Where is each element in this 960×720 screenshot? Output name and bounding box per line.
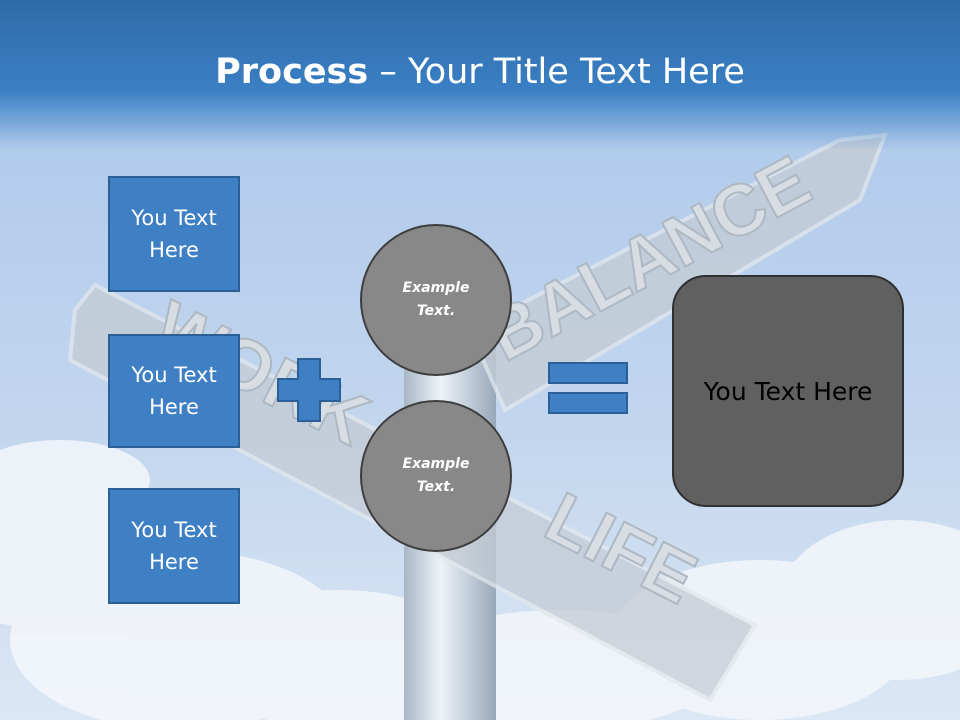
example-circle-2-label: Example Text. bbox=[402, 456, 470, 495]
text-box-3-label: You Text Here bbox=[131, 518, 217, 574]
title-bold: Process bbox=[215, 52, 369, 92]
sign-balance bbox=[467, 132, 889, 413]
title-bar bbox=[0, 0, 960, 150]
result-box-label: You Text Here bbox=[703, 376, 873, 406]
example-circle-1-label: Example Text. bbox=[402, 280, 470, 319]
title-rest: – Your Title Text Here bbox=[368, 52, 745, 92]
text-box-1[interactable]: You Text Here bbox=[108, 176, 240, 292]
equals-icon bbox=[548, 362, 628, 414]
example-circle-1[interactable]: Example Text. bbox=[360, 224, 512, 376]
text-box-1-label: You Text Here bbox=[131, 206, 217, 262]
result-box[interactable]: You Text Here bbox=[672, 275, 904, 507]
text-box-3[interactable]: You Text Here bbox=[108, 488, 240, 604]
example-circle-2[interactable]: Example Text. bbox=[360, 400, 512, 552]
text-box-2[interactable]: You Text Here bbox=[108, 334, 240, 448]
text-box-2-label: You Text Here bbox=[131, 363, 217, 419]
plus-icon bbox=[277, 358, 341, 422]
slide-title: Process – Your Title Text Here bbox=[0, 52, 960, 92]
